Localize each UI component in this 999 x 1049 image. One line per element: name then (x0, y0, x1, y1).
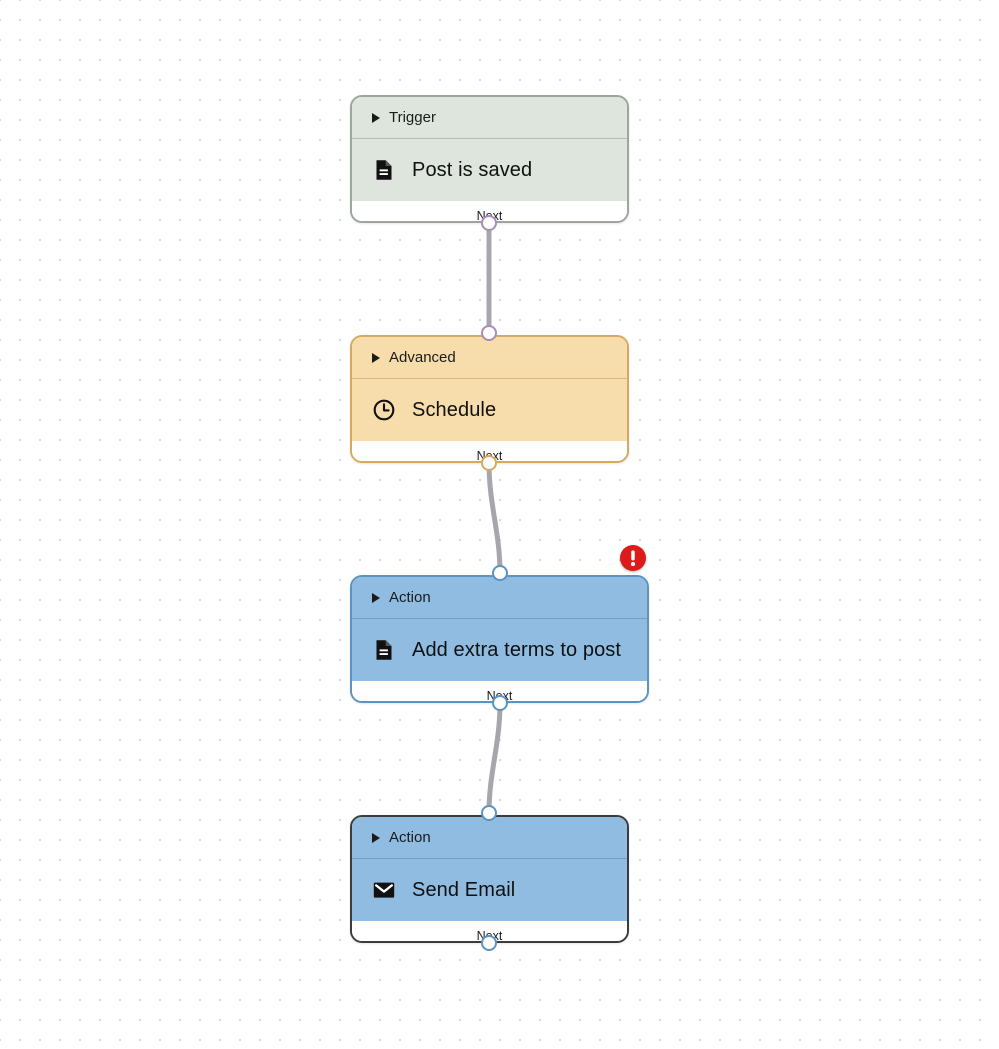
node-group-label: Action (389, 829, 431, 846)
node-group-label: Trigger (389, 109, 436, 126)
caret-right-icon[interactable] (372, 352, 380, 363)
document-icon (376, 160, 392, 180)
node-group-label: Action (389, 589, 431, 606)
node-body[interactable]: Post is saved (352, 139, 627, 201)
document-icon (376, 640, 392, 660)
node-header[interactable]: Trigger (352, 97, 627, 139)
connector-port-trigger-out[interactable] (481, 215, 497, 231)
node-title: Send Email (412, 878, 516, 901)
node-title: Add extra terms to post (412, 638, 622, 661)
connector-port-action1-out[interactable] (492, 695, 508, 711)
node-title: Schedule (412, 398, 497, 421)
caret-right-icon[interactable] (372, 832, 380, 843)
connector-port-action1-in[interactable] (492, 565, 508, 581)
caret-right-icon[interactable] (372, 592, 380, 603)
clock-icon (373, 399, 395, 421)
connector-port-advanced-in[interactable] (481, 325, 497, 341)
connector-port-action2-out[interactable] (481, 935, 497, 951)
connector-edge[interactable] (486, 700, 503, 816)
node-body[interactable]: Schedule (352, 379, 627, 441)
node-header[interactable]: Advanced (352, 337, 627, 379)
node-body[interactable]: Send Email (352, 859, 627, 921)
connector-port-advanced-out[interactable] (481, 455, 497, 471)
node-header[interactable]: Action (352, 817, 627, 859)
node-body[interactable]: Add extra terms to post (352, 619, 647, 681)
node-group-label: Advanced (389, 349, 456, 366)
node-error-badge[interactable] (620, 545, 646, 571)
node-header[interactable]: Action (352, 577, 647, 619)
node-title: Post is saved (412, 158, 533, 181)
connector-edge[interactable] (486, 460, 503, 576)
connector-port-action2-in[interactable] (481, 805, 497, 821)
exclamation-icon (630, 550, 636, 567)
envelope-icon (373, 882, 395, 898)
workflow-node-advanced-schedule[interactable]: AdvancedScheduleNext (350, 335, 629, 463)
caret-right-icon[interactable] (372, 112, 380, 123)
